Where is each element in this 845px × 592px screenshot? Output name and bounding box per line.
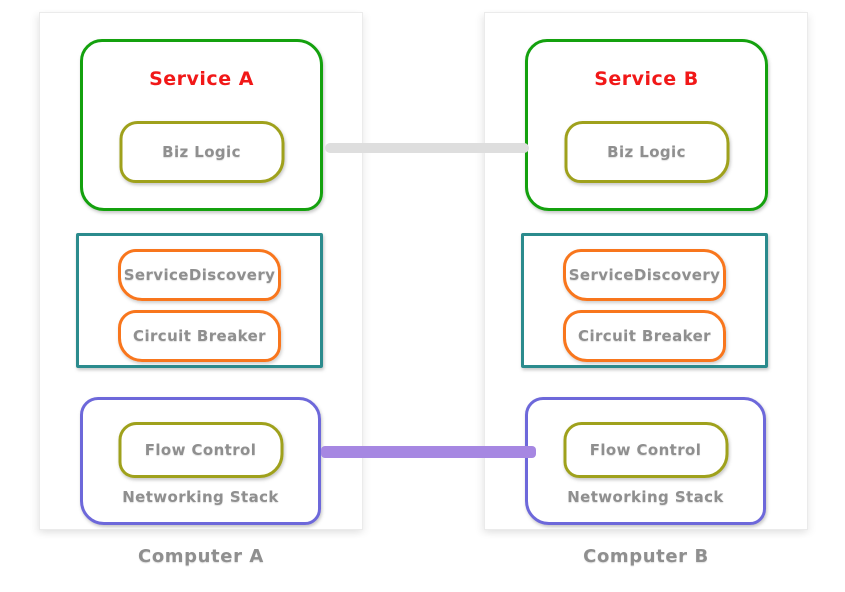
service-a-box: Service A Biz Logic (80, 39, 323, 211)
service-a-title: Service A (149, 68, 254, 90)
biz-logic-box: Biz Logic (119, 121, 284, 183)
network-to-network-link (321, 446, 536, 458)
circuit-breaker-box: Circuit Breaker (118, 310, 281, 362)
service-to-service-link (325, 143, 529, 153)
networking-stack-box: Flow Control Networking Stack (80, 397, 321, 525)
circuit-breaker-label: Circuit Breaker (578, 327, 711, 345)
computer-b-container: Service B Biz Logic ServiceDiscovery Cir… (484, 12, 808, 530)
networking-stack-label: Networking Stack (122, 488, 279, 506)
service-discovery-box: ServiceDiscovery (563, 249, 726, 301)
middleware-box: ServiceDiscovery Circuit Breaker (521, 233, 768, 368)
circuit-breaker-box: Circuit Breaker (563, 310, 726, 362)
service-discovery-box: ServiceDiscovery (118, 249, 281, 301)
biz-logic-label: Biz Logic (162, 143, 241, 161)
service-discovery-label: ServiceDiscovery (123, 266, 276, 284)
circuit-breaker-label: Circuit Breaker (133, 327, 266, 345)
flow-control-label: Flow Control (589, 441, 702, 459)
service-b-title: Service B (594, 68, 699, 90)
networking-stack-box: Flow Control Networking Stack (525, 397, 766, 525)
computer-b-caption: Computer B (583, 546, 709, 567)
flow-control-label: Flow Control (144, 441, 257, 459)
computer-a-container: Service A Biz Logic ServiceDiscovery Cir… (39, 12, 363, 530)
flow-control-box: Flow Control (118, 422, 283, 478)
flow-control-box: Flow Control (563, 422, 728, 478)
computer-a-caption: Computer A (138, 546, 264, 567)
service-discovery-label: ServiceDiscovery (568, 266, 721, 284)
biz-logic-label: Biz Logic (607, 143, 686, 161)
networking-stack-label: Networking Stack (567, 488, 724, 506)
service-b-box: Service B Biz Logic (525, 39, 768, 211)
biz-logic-box: Biz Logic (564, 121, 729, 183)
middleware-box: ServiceDiscovery Circuit Breaker (76, 233, 323, 368)
